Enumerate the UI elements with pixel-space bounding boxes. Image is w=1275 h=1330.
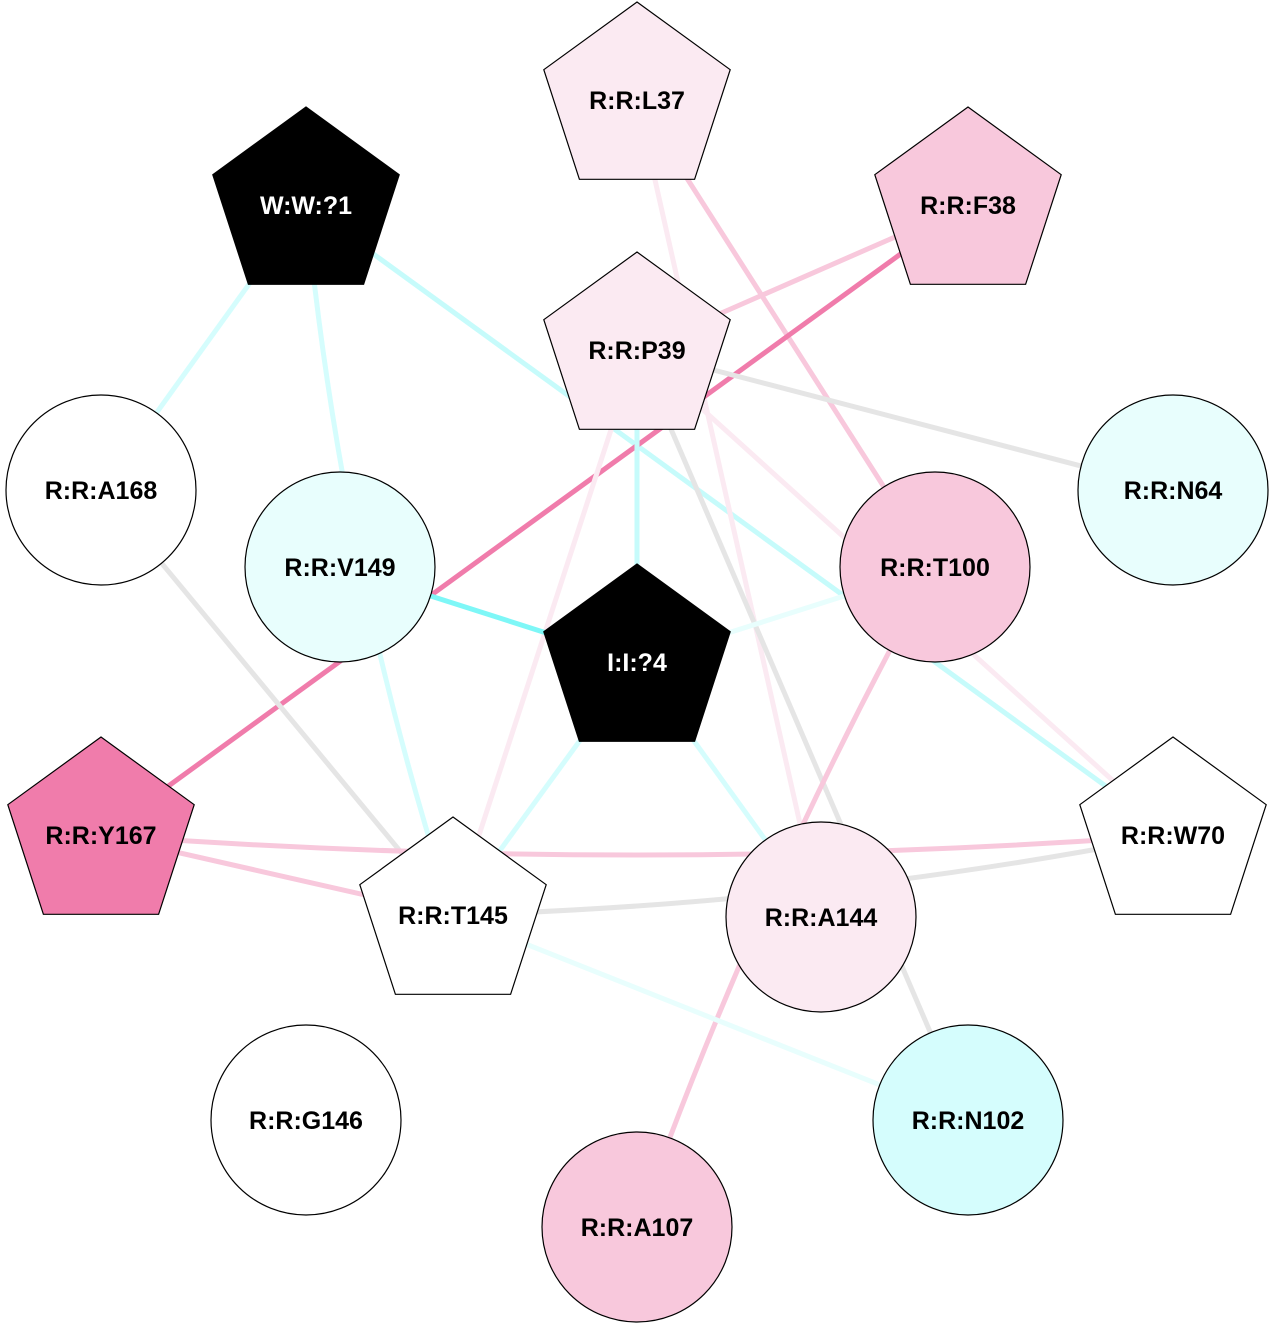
node-shape-circle: [1077, 394, 1269, 586]
node-r-r-a107[interactable]: R:R:A107: [541, 1131, 733, 1323]
node-r-r-n102[interactable]: R:R:N102: [872, 1024, 1064, 1216]
node-label: R:R:T100: [880, 554, 990, 582]
node-label: R:R:A168: [45, 477, 158, 505]
node-shape-pentagon: [212, 106, 400, 285]
node-shape-pentagon: [874, 106, 1062, 285]
node-r-r-l37[interactable]: R:R:L37: [543, 1, 731, 180]
node-shape-pentagon: [1079, 736, 1267, 915]
node-label: R:R:W70: [1121, 822, 1225, 850]
node-label: R:R:L37: [589, 87, 685, 115]
node-shape-circle: [244, 471, 436, 663]
node-shape-circle: [839, 471, 1031, 663]
node-r-r-a144[interactable]: R:R:A144: [725, 821, 917, 1013]
edge-r-r-l37-r-r-a144: [634, 99, 824, 918]
edge-w-w-1-r-r-w70: [304, 202, 1175, 838]
node-i-i-4[interactable]: I:I:?4: [543, 563, 731, 742]
node-shape-circle: [210, 1024, 402, 1216]
node-label: R:R:V149: [284, 554, 395, 582]
node-r-r-v149[interactable]: R:R:V149: [244, 471, 436, 663]
node-label: R:R:A144: [765, 904, 878, 932]
node-shape-pentagon: [359, 816, 547, 995]
node-r-r-t145[interactable]: R:R:T145: [359, 816, 547, 995]
node-r-r-t100[interactable]: R:R:T100: [839, 471, 1031, 663]
node-r-r-p39[interactable]: R:R:P39: [543, 251, 731, 430]
node-label: R:R:Y167: [45, 822, 156, 850]
node-shape-circle: [541, 1131, 733, 1323]
node-shape-circle: [725, 821, 917, 1013]
edge-r-r-f38-r-r-y167: [99, 202, 970, 838]
node-shape-pentagon: [7, 736, 195, 915]
node-label: I:I:?4: [607, 649, 667, 677]
node-shape-circle: [872, 1024, 1064, 1216]
node-r-r-a168[interactable]: R:R:A168: [5, 394, 197, 586]
node-r-r-y167[interactable]: R:R:Y167: [7, 736, 195, 915]
node-label: R:R:T145: [398, 902, 508, 930]
node-r-r-n64[interactable]: R:R:N64: [1077, 394, 1269, 586]
edge-r-r-p39-r-r-n102: [634, 349, 971, 1121]
edge-r-r-y167-r-r-w70: [100, 832, 1174, 858]
node-r-r-g146[interactable]: R:R:G146: [210, 1024, 402, 1216]
node-shape-circle: [5, 394, 197, 586]
node-w-w-1[interactable]: W:W:?1: [212, 106, 400, 285]
node-r-r-w70[interactable]: R:R:W70: [1079, 736, 1267, 915]
node-shape-pentagon: [543, 1, 731, 180]
node-label: R:R:G146: [249, 1107, 363, 1135]
node-label: R:R:N64: [1124, 477, 1223, 505]
node-shape-pentagon: [543, 251, 731, 430]
node-shape-pentagon: [543, 563, 731, 742]
node-label: R:R:A107: [581, 1214, 694, 1242]
node-label: W:W:?1: [260, 192, 352, 220]
node-label: R:R:N102: [912, 1107, 1025, 1135]
node-label: R:R:F38: [920, 192, 1016, 220]
node-r-r-f38[interactable]: R:R:F38: [874, 106, 1062, 285]
node-label: R:R:P39: [588, 337, 685, 365]
